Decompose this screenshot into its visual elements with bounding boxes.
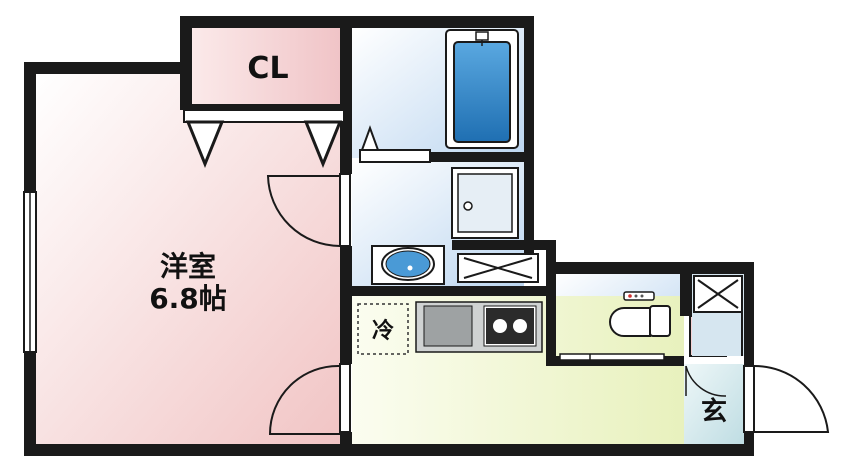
stove (486, 308, 534, 344)
bathtub (445, 29, 519, 149)
wash-basin (371, 245, 445, 285)
bath-doorway (359, 125, 431, 163)
pipe-shaft-right (692, 274, 744, 356)
closet-label: CL (247, 51, 288, 86)
entrance-label: 玄 (701, 396, 727, 427)
fridge-label: 冷 (372, 318, 394, 344)
room-door-lower (268, 363, 351, 435)
toilet-door (559, 353, 665, 361)
closet-doors (183, 109, 345, 168)
western-room-label: 洋室 (160, 250, 216, 283)
window (23, 191, 37, 353)
closet-floor (190, 28, 344, 108)
washing-machine-pan (451, 167, 519, 239)
fridge-space (357, 303, 409, 355)
entrance-inner-door (685, 365, 727, 397)
pipe-shaft-left (457, 253, 539, 283)
room-door-upper (266, 173, 351, 247)
entrance-floor (684, 364, 744, 444)
walls (24, 16, 754, 456)
entrance-door (743, 364, 830, 433)
western-room-size: 6.8帖 (149, 282, 227, 315)
toilet (609, 291, 671, 337)
